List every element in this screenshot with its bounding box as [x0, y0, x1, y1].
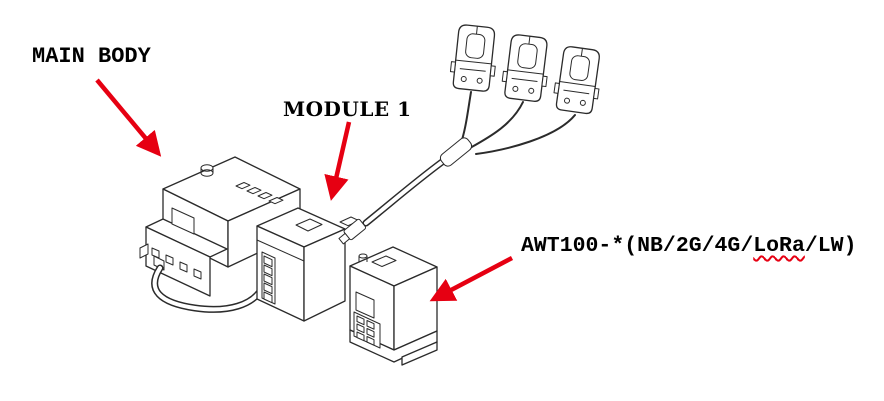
main-body-din-clip [139, 243, 149, 259]
awt100-antenna-stub [358, 253, 368, 262]
callout-arrows [95, 78, 514, 302]
loop-cable [151, 264, 265, 313]
awt100-terminal-squares [356, 315, 375, 346]
awt100-label: AWT100-*(NB/2G/4G/LoRa/LW) [521, 234, 856, 258]
main-body-indicator-keys [235, 182, 284, 205]
awt100-arrow [429, 256, 514, 302]
awt100-label-prefix: AWT100-*(NB/2G/4G/ [521, 234, 754, 258]
module1-label: MODULE 1 [283, 97, 412, 121]
main-body-label: MAIN BODY [32, 44, 151, 69]
main-body-label-window [171, 207, 195, 235]
ct-clamps [448, 23, 605, 116]
cable-connector [338, 218, 367, 245]
main-body-arrow [95, 78, 162, 157]
ct-cable [338, 137, 473, 245]
module1-terminal-squares [263, 255, 273, 304]
awt100-label-suffix: /LW) [804, 234, 857, 258]
awt100-top-label [371, 255, 397, 267]
awt100-label-lora: LoRa [753, 234, 805, 258]
module1-arrow [324, 121, 352, 201]
awt100-label-window [355, 291, 375, 319]
module1-right-face [303, 228, 346, 322]
ct-clamp-1 [448, 23, 500, 93]
main-body-terminals [151, 247, 202, 280]
ct-clamp-3 [551, 44, 605, 116]
awt100-drawing [349, 246, 438, 366]
cable-ferrite [439, 137, 473, 167]
module1-top-label [295, 218, 323, 232]
module1-drawing [256, 207, 360, 322]
ct-clamp-2 [499, 32, 553, 104]
main-body-button [200, 164, 214, 177]
awt100-rail-hook [401, 341, 438, 366]
